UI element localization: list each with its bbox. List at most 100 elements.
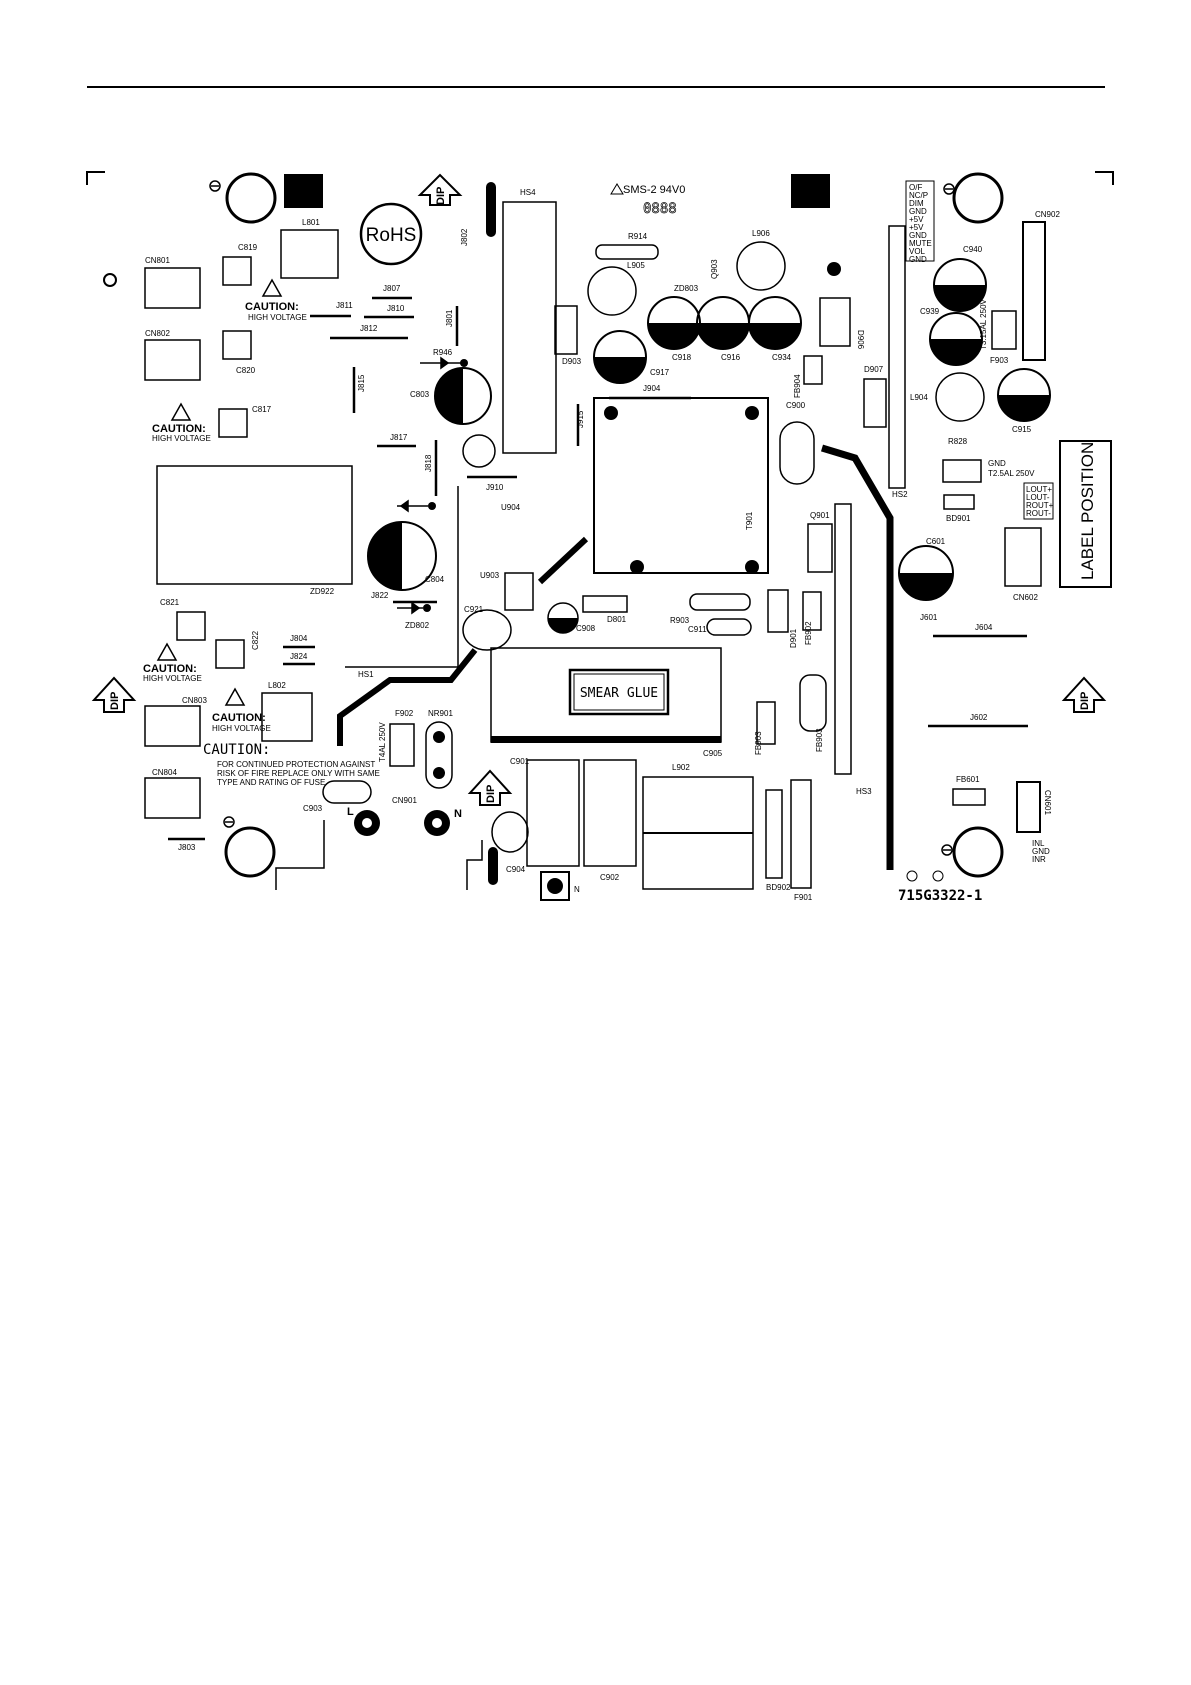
d801-label: R946 (433, 348, 453, 357)
j822-label: J822 (371, 591, 389, 600)
d901-label: D801 (607, 615, 627, 624)
c934-label: C934 (772, 353, 792, 362)
pad (428, 502, 436, 510)
c939-label: C939 (920, 307, 940, 316)
pin-label: +5V (909, 215, 924, 224)
high-voltage-icon (156, 278, 283, 706)
f903 (942, 459, 982, 483)
hs2-label: HS2 (892, 490, 908, 499)
board-outline-bottom (275, 820, 325, 890)
c804 (367, 521, 437, 591)
cn902-pin-box (905, 180, 935, 262)
zd902-label: ZD803 (674, 284, 699, 293)
cn801 (144, 267, 201, 309)
c821 (176, 611, 206, 641)
j604-label: J604 (975, 623, 993, 632)
c921-label: C921 (464, 605, 484, 614)
page-rule (87, 86, 1105, 88)
gnd-label: N (574, 885, 580, 894)
pin-label: NC/P (909, 191, 928, 200)
c803-label: C803 (410, 390, 430, 399)
l802-label: L802 (268, 681, 286, 690)
j812-label: J812 (360, 324, 378, 333)
j802-label: J802 (460, 228, 469, 246)
j602-label: J602 (970, 713, 988, 722)
d901 (582, 595, 628, 613)
cn902-label: CN902 (1035, 210, 1060, 219)
f903-label: GND (988, 459, 1006, 468)
c916 (696, 296, 750, 350)
pin-label: VOL (909, 247, 926, 256)
smear-glue-inner (573, 673, 665, 711)
hs1-label: HS1 (358, 670, 374, 679)
caution-4: CAUTION: (212, 712, 266, 724)
c918-label: C918 (672, 353, 692, 362)
t901 (593, 397, 769, 574)
c804-label: C804 (425, 575, 445, 584)
f902-rating: T3.15AL 250V (979, 298, 988, 350)
pin-label: O/F (909, 183, 922, 192)
j807-label: J807 (383, 284, 401, 293)
j815-label: J815 (357, 374, 366, 392)
c908-label: C908 (576, 624, 596, 633)
d907 (819, 297, 851, 347)
d900 (767, 589, 789, 633)
c900 (779, 421, 815, 485)
mounting-hole-tr (952, 172, 1004, 224)
c820 (222, 330, 252, 360)
dip-label-4: DIP (1079, 692, 1091, 710)
c817-label: C817 (252, 405, 272, 414)
pin-label: ROUT- (1026, 509, 1051, 518)
c915-label: C915 (1012, 425, 1032, 434)
thick-trace-diagonal (537, 536, 589, 585)
c601 (898, 545, 954, 601)
r946-label: R914 (628, 232, 648, 241)
thick-trace-left (337, 648, 478, 746)
pad (460, 359, 468, 367)
mounting-hole-br (952, 826, 1004, 878)
j810-label: J810 (387, 304, 405, 313)
pin-label: MUTE (909, 239, 932, 248)
f901-rating: T4AL 250V (378, 722, 387, 762)
c939 (929, 312, 983, 366)
caution-2: CAUTION: (152, 423, 206, 435)
fuse-warning-line-3: TYPE AND RATING OF FUSE. (217, 778, 328, 787)
screw-icon (209, 180, 955, 856)
pin-label: DIM (909, 199, 924, 208)
c904 (583, 759, 637, 867)
d908 (863, 378, 887, 428)
nr901 (425, 721, 453, 789)
c820-label: C820 (236, 366, 256, 375)
f902-label: F903 (990, 356, 1009, 365)
r914 (799, 674, 827, 732)
c940-label: C940 (963, 245, 983, 254)
cn801-label: CN801 (145, 256, 170, 265)
cn901 (354, 810, 450, 836)
d906 (554, 305, 578, 355)
l904 (587, 266, 637, 316)
j915-label: J915 (576, 410, 585, 428)
fb903-label: FB904 (793, 374, 802, 398)
fb902-label: FB903 (754, 731, 763, 755)
c902-tab (488, 847, 498, 885)
fb901 (802, 591, 822, 631)
l903-label: L904 (910, 393, 928, 402)
c921 (462, 609, 512, 651)
heatsink-tab (486, 182, 496, 237)
j803-label: J803 (178, 843, 196, 852)
bd901-label: BD902 (766, 883, 791, 892)
fuse-warning-line-2: RISK OF FIRE REPLACE ONLY WITH SAME (217, 769, 380, 778)
cn803 (144, 705, 201, 747)
bd902 (790, 779, 812, 889)
j904-label: J904 (643, 384, 661, 393)
dip-label-1: DIP (435, 187, 447, 205)
c915 (997, 368, 1051, 422)
smear-glue-box (568, 668, 670, 716)
cn602 (1004, 527, 1042, 587)
dip-arrow-icon (91, 173, 1107, 806)
r903 (689, 593, 751, 611)
thick-trace-right (820, 444, 894, 870)
j801-label: J801 (445, 309, 454, 327)
bd901 (765, 789, 783, 879)
